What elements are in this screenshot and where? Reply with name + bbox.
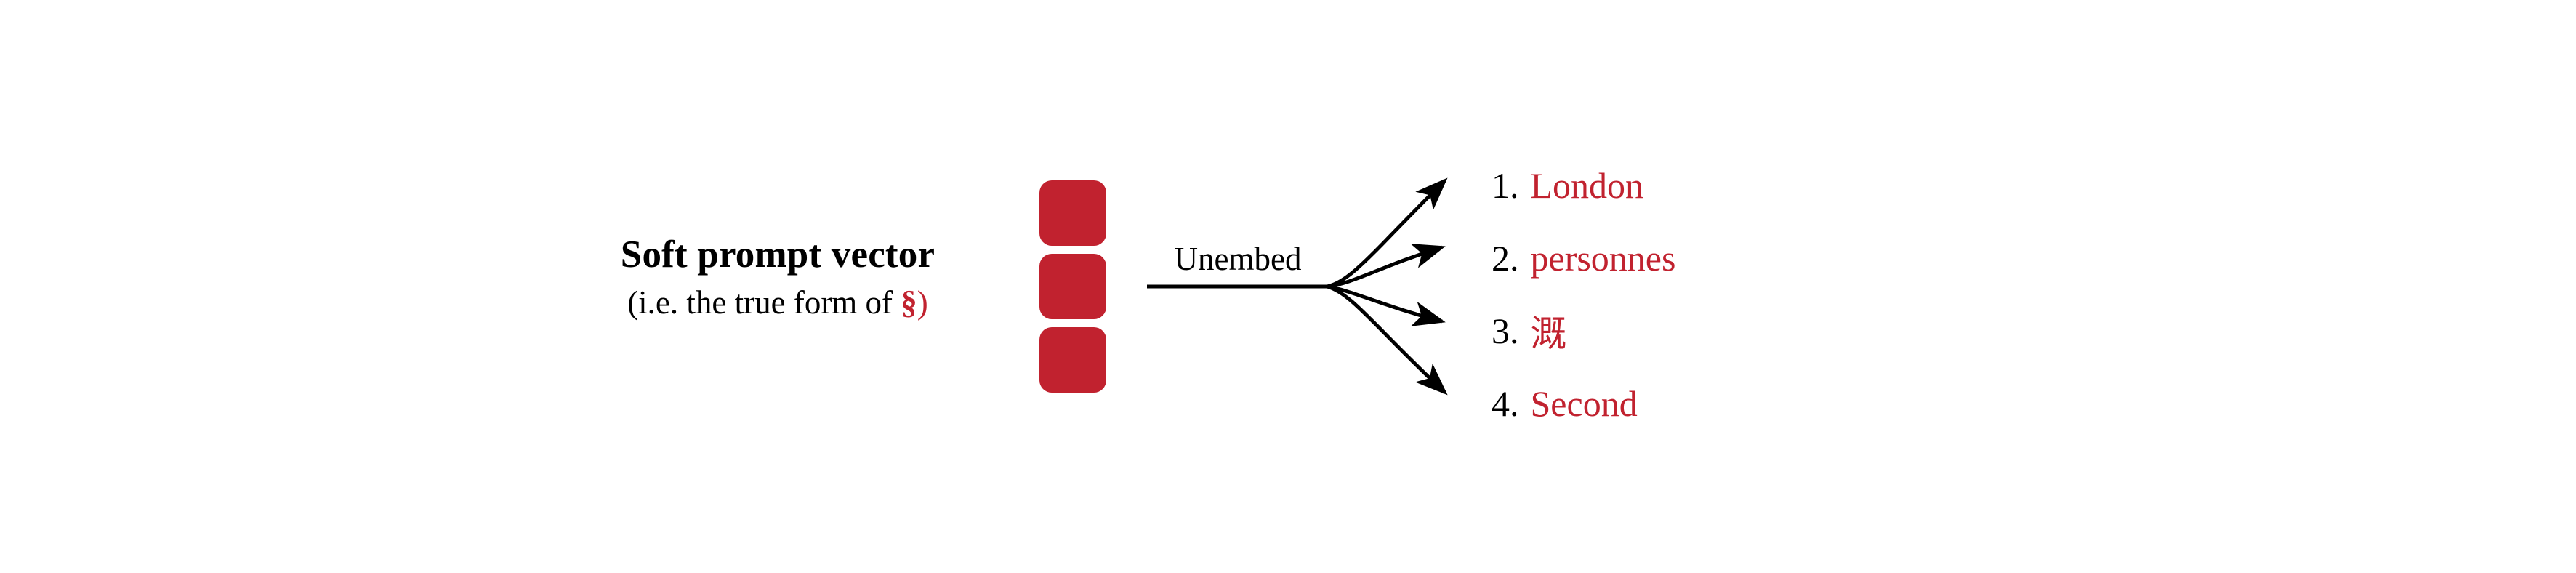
- soft-prompt-vector-stack: [1039, 180, 1106, 393]
- arrow-to-output-4: [1327, 284, 1448, 396]
- soft-prompt-caption: Soft prompt vector (i.e. the true form o…: [567, 231, 989, 323]
- output-token-row: 1. London: [1492, 149, 2000, 222]
- output-token-index: 3.: [1492, 310, 1519, 351]
- output-token-list: 1. London 2. personnes 3. 溉 4. Second: [1492, 149, 2000, 440]
- output-token-row: 2. personnes: [1492, 222, 2000, 294]
- output-token-text: personnes: [1530, 238, 1676, 279]
- caption-subtitle-suffix: ): [917, 284, 928, 321]
- arrow-to-output-2: [1327, 244, 1446, 289]
- caption-title: Soft prompt vector: [620, 233, 935, 276]
- caption-subtitle: (i.e. the true form of §): [567, 283, 989, 323]
- output-token-text: London: [1530, 165, 1644, 206]
- arrow-to-output-1: [1327, 177, 1448, 289]
- output-token-row: 3. 溉: [1492, 294, 2000, 367]
- vector-cell: [1039, 254, 1106, 319]
- output-token-text: Second: [1530, 383, 1638, 424]
- output-token-index: 4.: [1492, 383, 1519, 424]
- output-token-index: 2.: [1492, 238, 1519, 279]
- vector-cell: [1039, 180, 1106, 246]
- caption-subtitle-prefix: (i.e. the true form of: [627, 284, 901, 321]
- arrow-to-output-3: [1327, 284, 1446, 326]
- section-symbol: §: [901, 284, 917, 321]
- unembed-label: Unembed: [1174, 241, 1302, 277]
- unembed-arrow-fan: [1147, 177, 1448, 396]
- vector-cell: [1039, 327, 1106, 393]
- output-token-text: 溉: [1530, 313, 1567, 354]
- output-token-index: 1.: [1492, 165, 1519, 206]
- output-token-row: 4. Second: [1492, 367, 2000, 440]
